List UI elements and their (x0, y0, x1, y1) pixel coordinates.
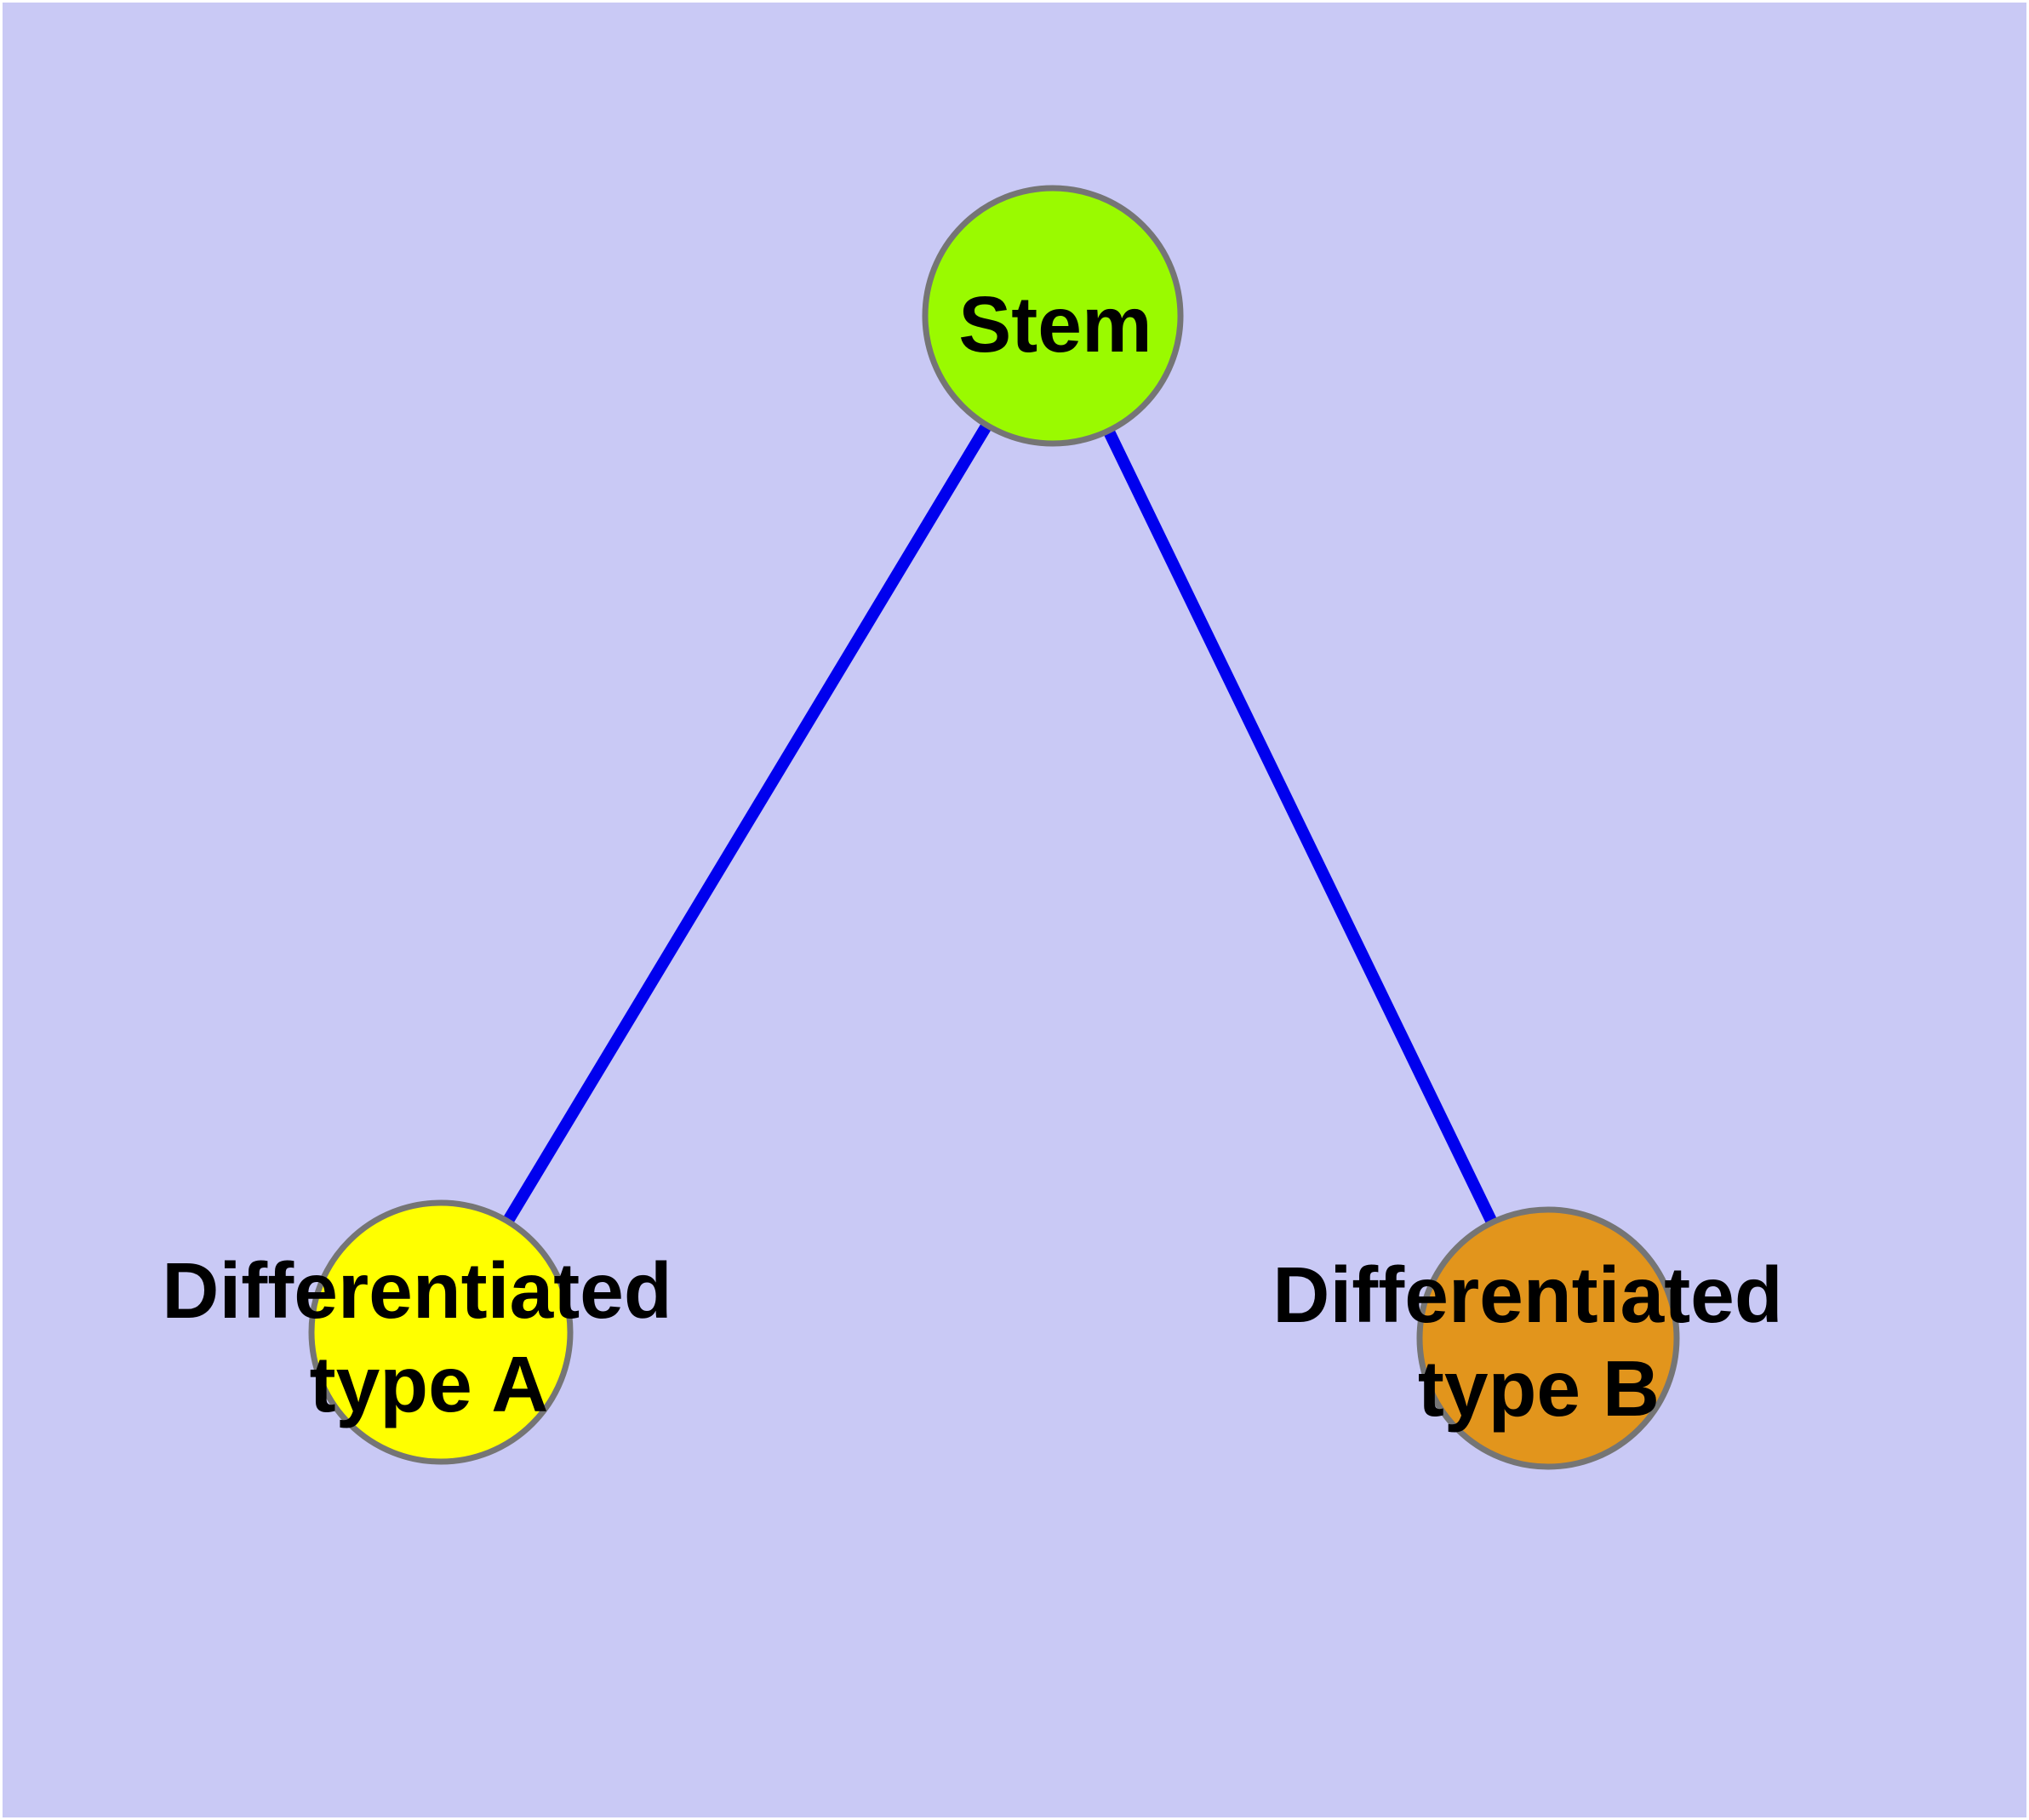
node-differentiated-type-b (1416, 1206, 1680, 1470)
node-label-type-a-line1: Differentiated (162, 1246, 672, 1335)
node-label-stem: Stem (958, 280, 1152, 369)
node-differentiated-type-a (308, 1199, 574, 1465)
node-label-type-b-line2: type B (1418, 1344, 1660, 1433)
edge-stem-to-type-a (436, 312, 1058, 1336)
node-label-type-a-line2: type A (310, 1340, 549, 1428)
node-stem (922, 185, 1184, 447)
edge-stem-to-type-b (1047, 312, 1554, 1342)
node-label-type-b-line1: Differentiated (1272, 1251, 1782, 1339)
